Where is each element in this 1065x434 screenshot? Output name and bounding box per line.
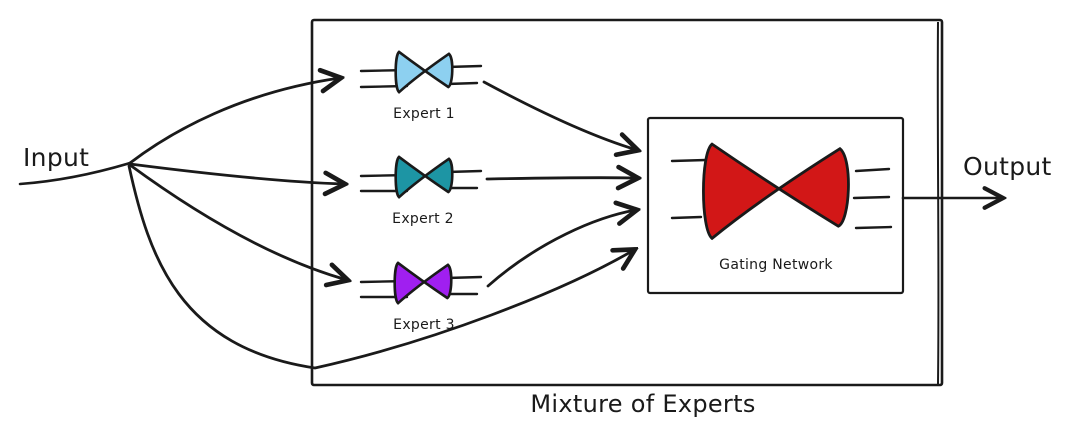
gating-network-label: Gating Network	[719, 257, 833, 273]
expert-2-io-lines	[359, 169, 483, 193]
input-to-expert-1-arrow	[128, 78, 340, 165]
diagram-title: Mixture of Experts	[530, 390, 756, 418]
expert-3-module	[359, 262, 483, 305]
gating-network-module	[670, 144, 893, 238]
expert-1-label: Expert 1	[393, 106, 455, 122]
input-label: Input	[23, 143, 90, 172]
gating-network-box	[646, 116, 905, 295]
gating-io-lines	[670, 158, 893, 230]
expert-2-to-gating-arrow	[485, 178, 637, 179]
expert-1-module	[359, 51, 483, 94]
expert-2-label: Expert 2	[392, 211, 454, 227]
box-right-edge-double-stroke	[936, 21, 940, 385]
mixture-of-experts-box	[310, 18, 944, 387]
expert-1-network-icon	[394, 51, 454, 94]
expert-2-network-icon	[394, 156, 454, 199]
input-to-expert-2-arrow	[128, 162, 344, 184]
output-label: Output	[963, 152, 1052, 181]
expert-3-io-lines	[359, 275, 483, 299]
expert-3-label: Expert 3	[393, 317, 455, 333]
expert-2-module	[359, 156, 483, 199]
input-to-gating-network-arrow	[127, 164, 634, 370]
input-to-expert-3-arrow	[128, 163, 347, 280]
expert-1-io-lines	[359, 64, 483, 89]
input-lead-line	[18, 161, 132, 186]
expert-3-network-icon	[393, 262, 453, 305]
gating-network-icon	[703, 144, 848, 238]
expert-3-to-gating-arrow	[486, 210, 636, 288]
expert-1-to-gating-arrow	[482, 80, 637, 150]
